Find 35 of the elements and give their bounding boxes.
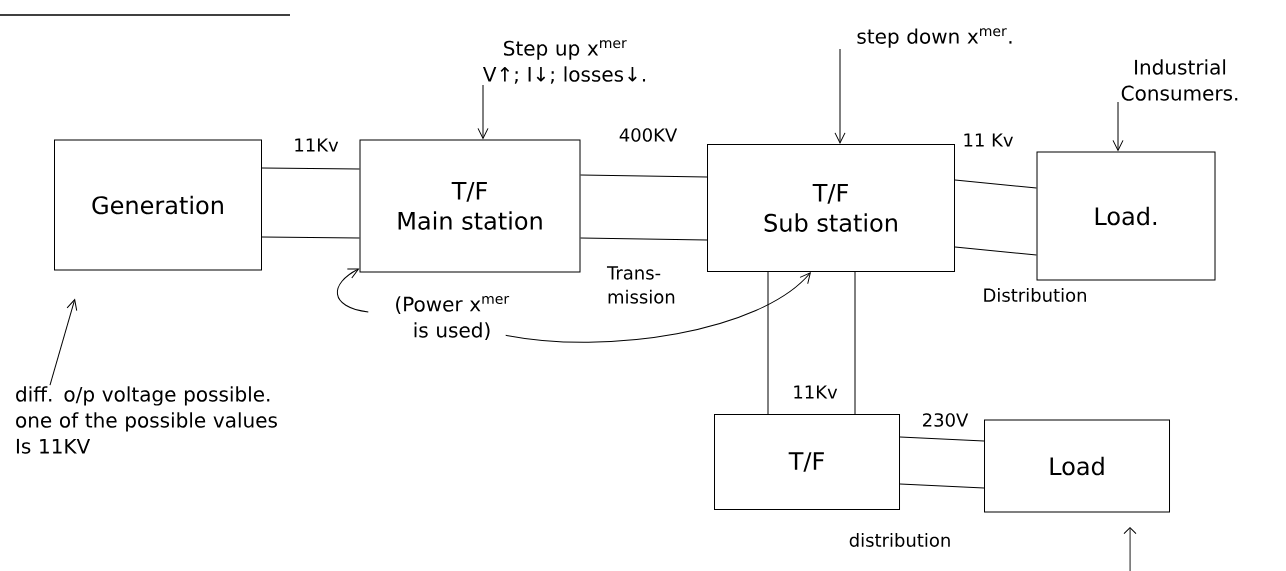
connector-line	[899, 436, 985, 442]
block-box: T/F	[714, 414, 900, 510]
edge-label: Trans- mission	[606, 266, 675, 304]
edge-label: 400KV	[619, 128, 678, 142]
block-box: Generation	[54, 139, 262, 271]
edge-label: 230V	[923, 413, 969, 427]
annotation-text: Step up x$^{mer}$ V↑; I↓; losses↓.	[482, 40, 646, 84]
block-box: T/F Main station	[359, 139, 581, 273]
connector-line	[899, 483, 985, 489]
arrow	[336, 268, 369, 313]
annotation-text: Industrial Consumers.	[1121, 59, 1238, 101]
annotation-text: diff. o/p voltage possible. one of the possible values Is 11KV	[16, 386, 277, 454]
arrow	[834, 48, 846, 144]
connector-line	[767, 271, 769, 415]
connector-line	[954, 179, 1037, 189]
arrow	[477, 84, 489, 139]
annotation-text: step down x$^{mer}$.	[857, 28, 1012, 48]
block-box: T/F Sub station	[707, 144, 955, 272]
arrow	[505, 272, 811, 343]
annotation-text: (Power x$^{mer}$ is used)	[396, 296, 510, 340]
block-box: Load	[984, 419, 1170, 513]
connector-line	[854, 271, 856, 415]
block-box: Load.	[1036, 151, 1216, 281]
connector-line	[261, 167, 360, 170]
connector-line	[580, 237, 708, 241]
arrow	[49, 299, 78, 386]
connector-line	[954, 246, 1037, 256]
edge-label: 11Kv	[295, 138, 339, 152]
edge-label: Distribution	[984, 288, 1086, 302]
edge-label: 11Kv	[794, 385, 838, 399]
connector-line	[580, 174, 708, 178]
arrow	[1112, 101, 1124, 151]
connector-line	[261, 236, 360, 239]
edge-label: distribution	[849, 533, 950, 547]
edge-label: 11 Kv	[964, 133, 1013, 147]
